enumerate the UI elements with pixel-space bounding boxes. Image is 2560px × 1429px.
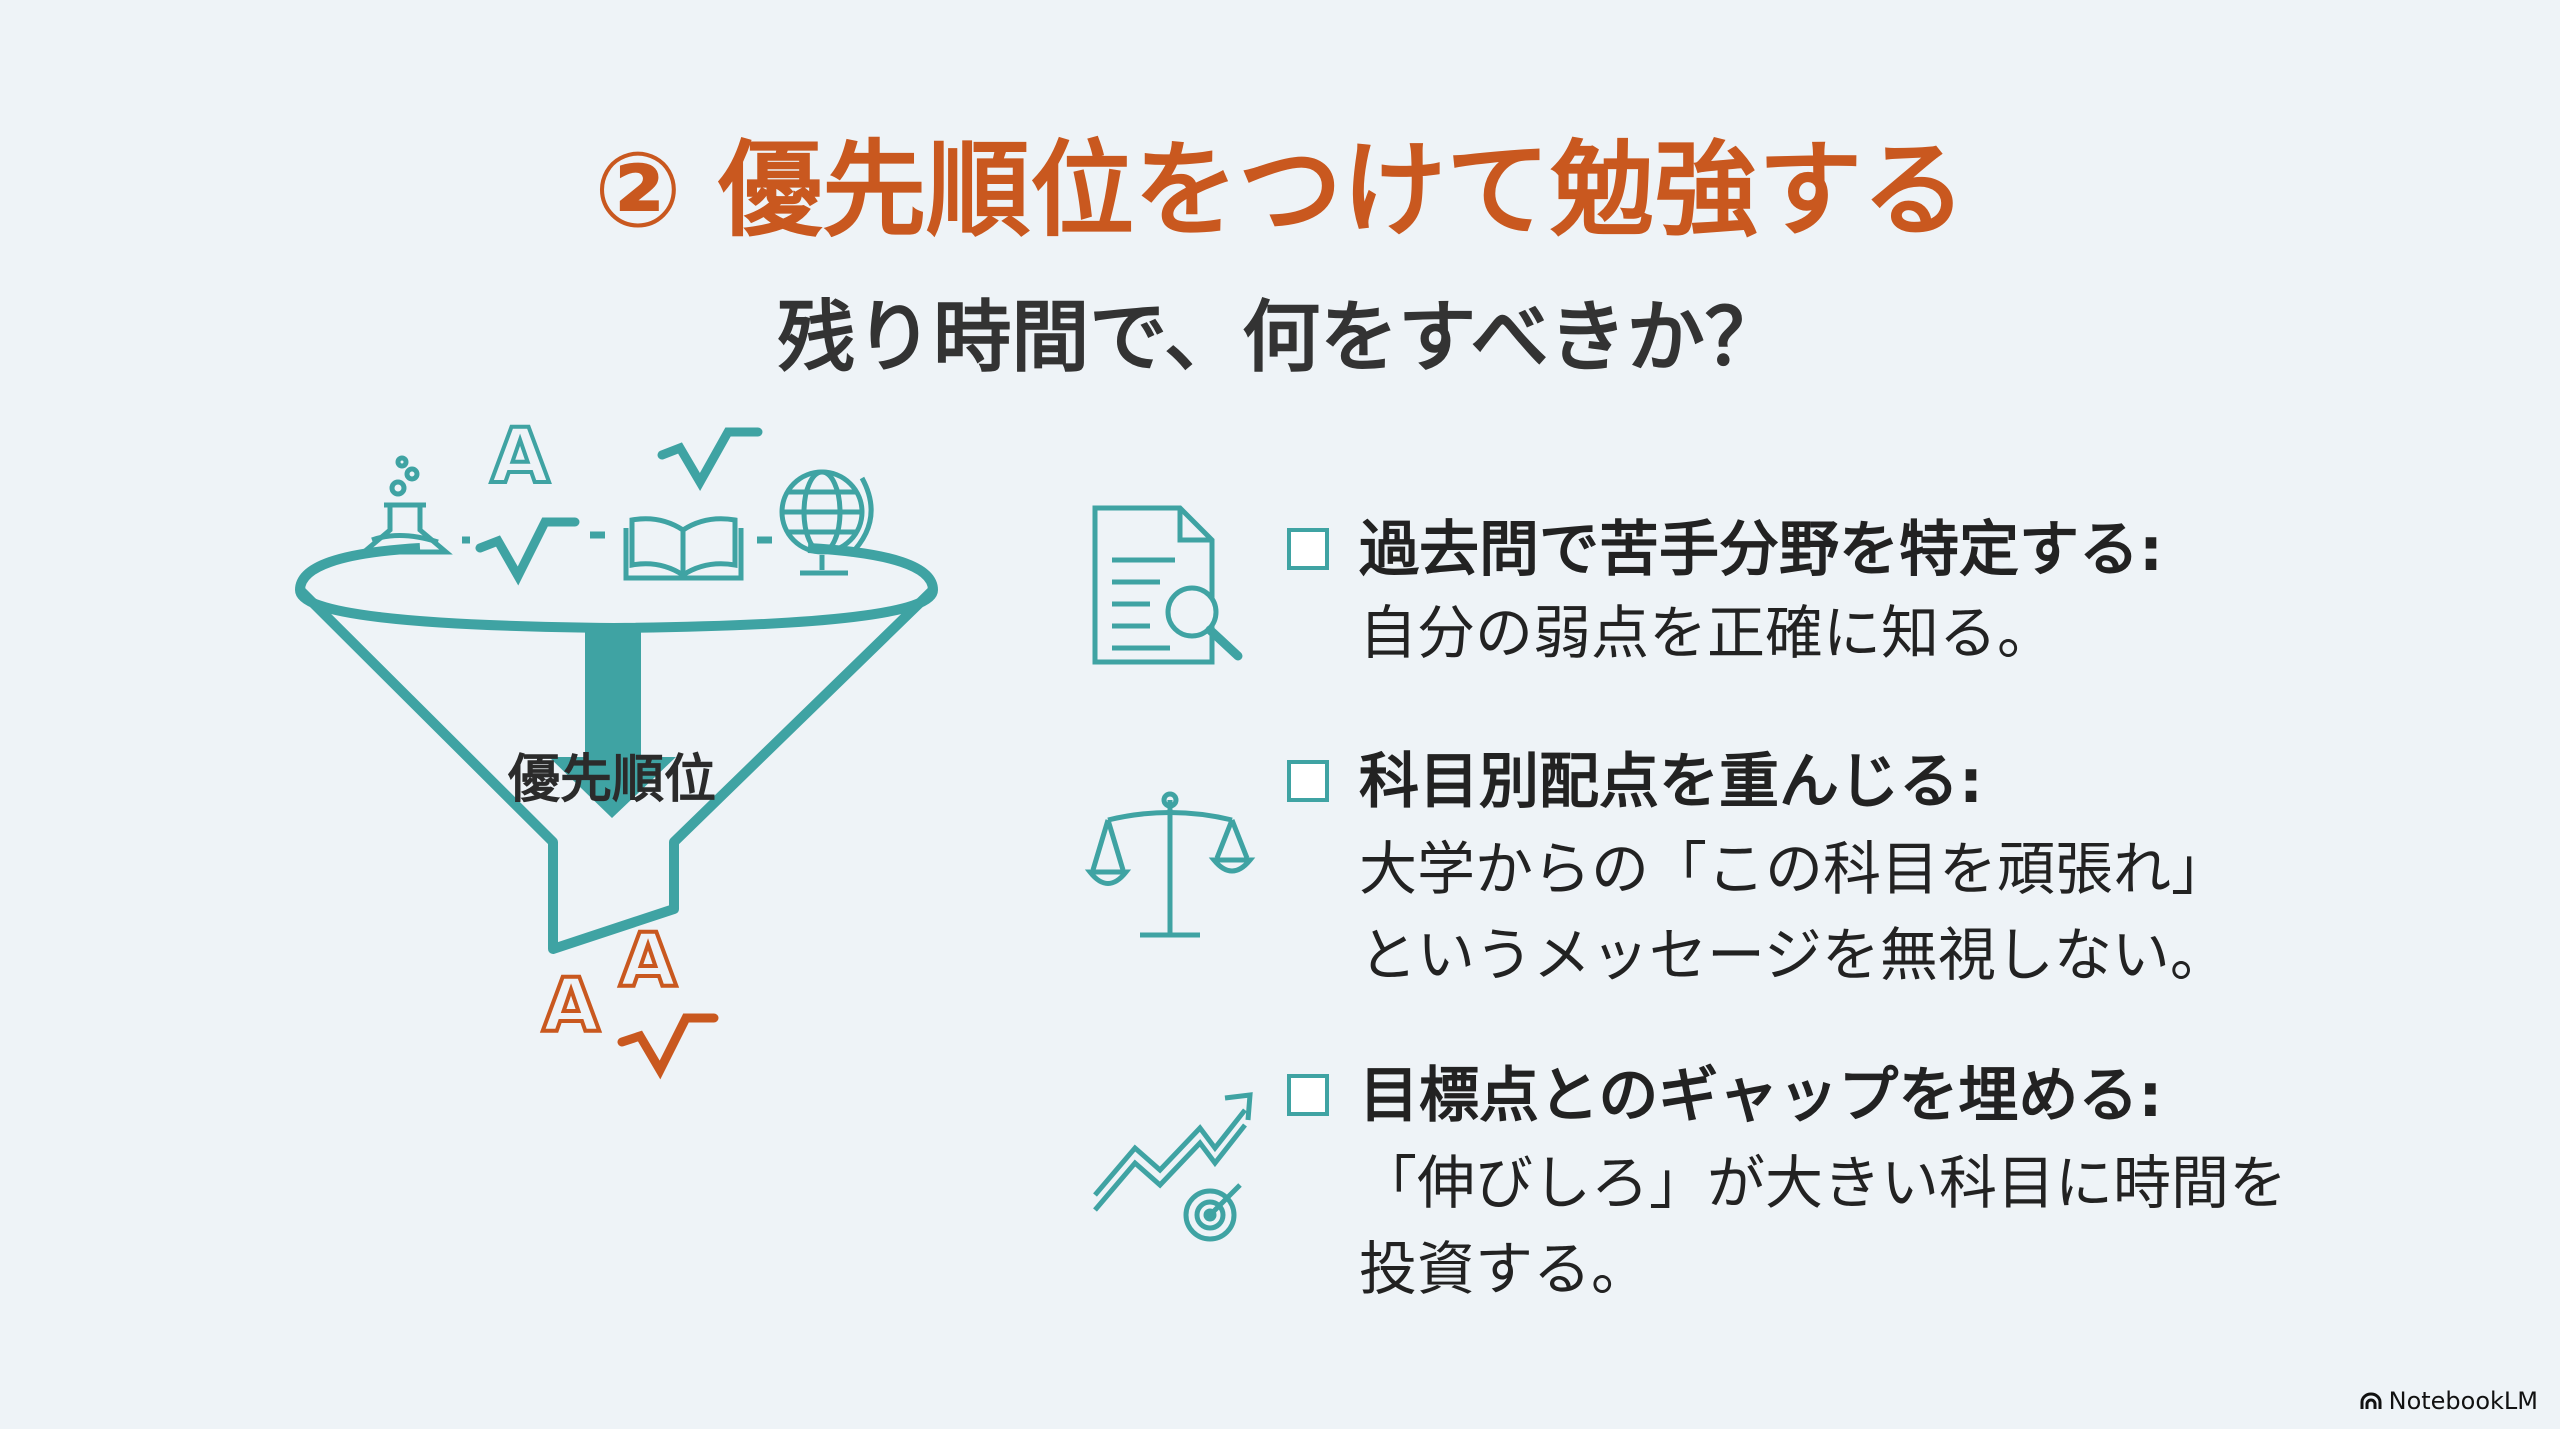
slide-title: ② 優先順位をつけて勉強する: [593, 129, 1967, 251]
funnel-label: 優先順位: [507, 750, 716, 810]
checkbox[interactable]: [1287, 760, 1329, 802]
letter-a-icon: A: [491, 411, 550, 500]
sqrt-icon: [617, 1013, 719, 1080]
brand-name: NotebookLM: [2388, 1387, 2538, 1415]
arrow-down-icon: [549, 628, 676, 818]
balance-scale-icon: [1084, 791, 1256, 938]
brand-watermark: NotebookLM: [2359, 1387, 2538, 1415]
item-text: 投資する。: [1359, 1235, 1650, 1303]
item-text: 自分の弱点を正確に知る。: [1359, 599, 2056, 667]
item-text: 「伸びしろ」が大きい科目に時間を: [1359, 1149, 2288, 1217]
checkbox[interactable]: [1287, 528, 1329, 570]
slide-subtitle: 残り時間で、何をすべきか？: [777, 293, 1783, 383]
letter-a-icon: A: [619, 918, 676, 1004]
funnel-rim: [295, 543, 938, 633]
sqrt-icon: [475, 517, 580, 586]
checkbox[interactable]: [1287, 1074, 1329, 1116]
document-search-icon: [1092, 505, 1243, 665]
notebooklm-logo-icon: [2360, 1392, 2382, 1409]
item-heading: 目標点とのギャップを埋める:: [1359, 1061, 2163, 1131]
growth-target-icon: [1093, 1092, 1253, 1242]
flask-icon: [357, 455, 453, 555]
item-heading: 科目別配点を重んじる:: [1359, 747, 1983, 817]
item-text: 大学からの「この科目を頑張れ」: [1359, 835, 2230, 903]
book-icon: [623, 516, 744, 581]
globe-icon: [779, 469, 874, 576]
sqrt-icon: [657, 427, 763, 492]
item-heading: 過去問で苦手分野を特定する:: [1359, 515, 2163, 585]
item-text: というメッセージを無視しない。: [1359, 921, 2228, 989]
letter-a-icon: A: [542, 963, 599, 1049]
funnel-body: [296, 586, 937, 954]
